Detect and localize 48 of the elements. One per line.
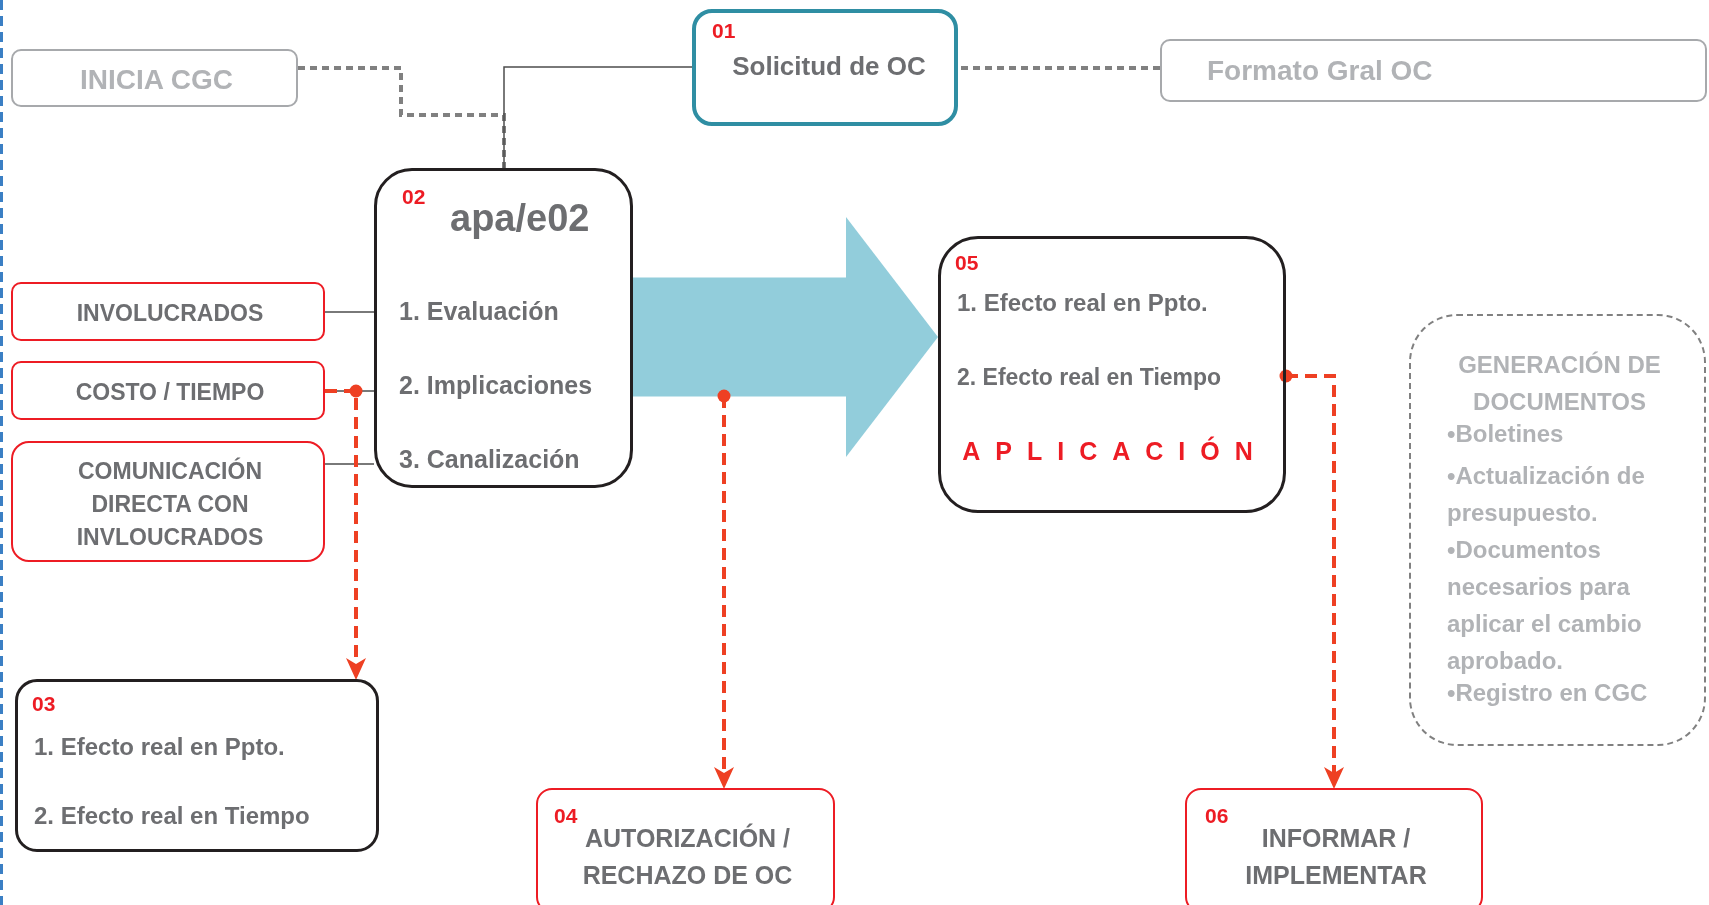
step-number: 03 (32, 692, 56, 716)
process-box (692, 9, 958, 126)
box-text: 1. Efecto real en Ppto. (34, 733, 285, 761)
note-heading: GENERACIÓN DE DOCUMENTOS (1457, 350, 1662, 417)
input-box (11, 282, 325, 341)
box-title: apa/e02 (450, 197, 590, 240)
connector-line (324, 311, 375, 313)
reference-box (1160, 39, 1707, 102)
box-text: 2. Implicaciones (399, 371, 593, 400)
input-box (11, 441, 325, 562)
process-box (536, 788, 835, 905)
box-text: Solicitud de OC (731, 51, 927, 82)
box-text: COSTO / TIEMPO (74, 379, 266, 406)
process-box (15, 679, 379, 852)
process-box (938, 236, 1286, 513)
box-text: 1. Efecto real en Ppto. (957, 289, 1208, 317)
dashed-arrow (325, 384, 366, 679)
box-text: INVOLUCRADOS (75, 300, 265, 327)
box-text: COMUNICACIÓN DIRECTA CON INVLOUCRADOS (75, 456, 265, 552)
box-text: AUTORIZACIÓN / RECHAZO DE OC (581, 822, 794, 891)
step-number: 01 (712, 19, 736, 43)
step-number: 05 (955, 251, 979, 275)
connector-line (324, 463, 375, 465)
step-number: 04 (554, 804, 578, 828)
box-text: 2. Efecto real en Tiempo (957, 364, 1222, 391)
box-text: APLICACIÓN (961, 437, 1269, 466)
connector-line (958, 66, 1160, 70)
box-text: •Documentos necesarios para aplicar el cambio aprobado. (1447, 535, 1643, 676)
box-text: •Registro en CGC (1447, 679, 1649, 707)
note-box (1409, 314, 1706, 746)
process-box (374, 168, 633, 488)
box-text: 3. Canalización (399, 445, 580, 474)
box-text: 2. Efecto real en Tiempo (34, 802, 310, 830)
dashed-arrow (1279, 369, 1344, 789)
input-box (11, 361, 325, 420)
process-box (1185, 788, 1483, 905)
box-text: 1. Evaluación (399, 297, 559, 326)
box-text: •Boletines (1447, 420, 1565, 448)
connector-line (503, 66, 693, 169)
step-number: 02 (402, 185, 426, 209)
box-text: INICIA CGC (79, 64, 234, 96)
connector-line (298, 66, 506, 168)
step-number: 06 (1205, 804, 1229, 828)
dashed-arrow (714, 389, 734, 789)
box-text: INFORMAR / IMPLEMENTAR (1244, 823, 1428, 891)
box-text: Formato Gral OC (1207, 55, 1433, 87)
box-text: •Actualización de presupuesto. (1447, 461, 1646, 528)
start-box (11, 49, 298, 107)
